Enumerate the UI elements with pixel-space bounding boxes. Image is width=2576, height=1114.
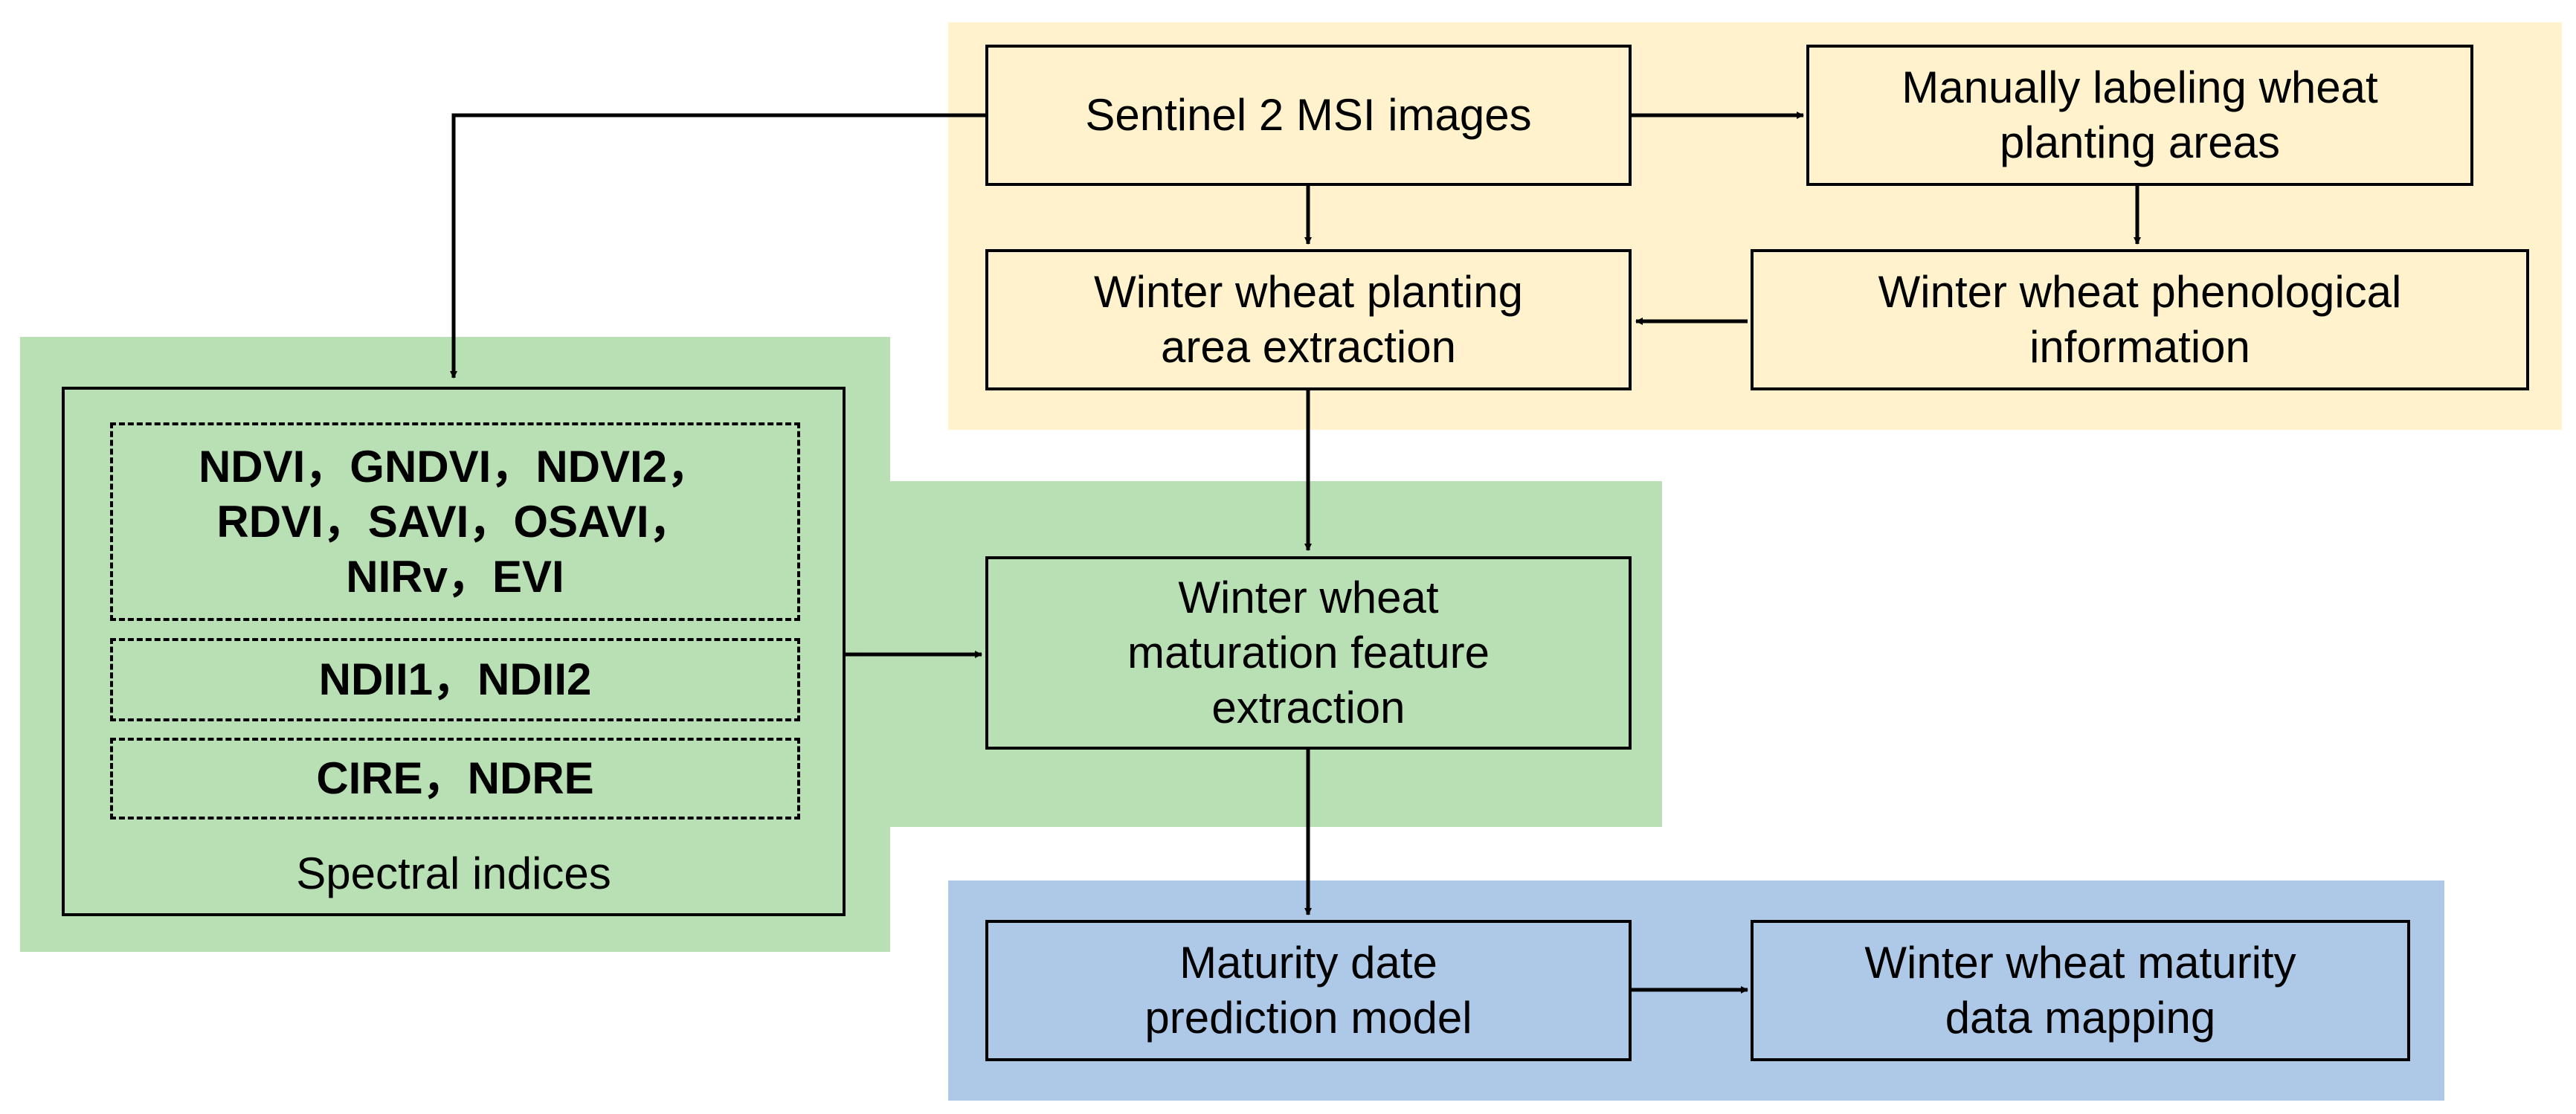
red-edge-indices-group: CIRE，NDRE [110,738,800,820]
planting-area-extraction-box: Winter wheat planting area extraction [985,249,1632,390]
spectral-indices-caption: Spectral indices [296,849,611,898]
vegetation-indices-group: NDVI，GNDVI，NDVI2， RDVI，SAVI，OSAVI， NIRv，… [110,422,800,621]
phenological-information-box: Winter wheat phenological information [1751,249,2529,390]
maturity-prediction-model-box: Maturity date prediction model [985,920,1632,1061]
manual-labeling-box: Manually labeling wheat planting areas [1806,45,2473,186]
maturation-feature-extraction-box: Winter wheat maturation feature extracti… [985,556,1632,750]
maturity-data-mapping-box: Winter wheat maturity data mapping [1751,920,2410,1061]
sentinel-images-box: Sentinel 2 MSI images [985,45,1632,186]
arrow-sentinel-to-indices [450,113,985,379]
water-indices-group: NDII1，NDII2 [110,638,800,721]
spectral-indices-box [62,387,846,916]
